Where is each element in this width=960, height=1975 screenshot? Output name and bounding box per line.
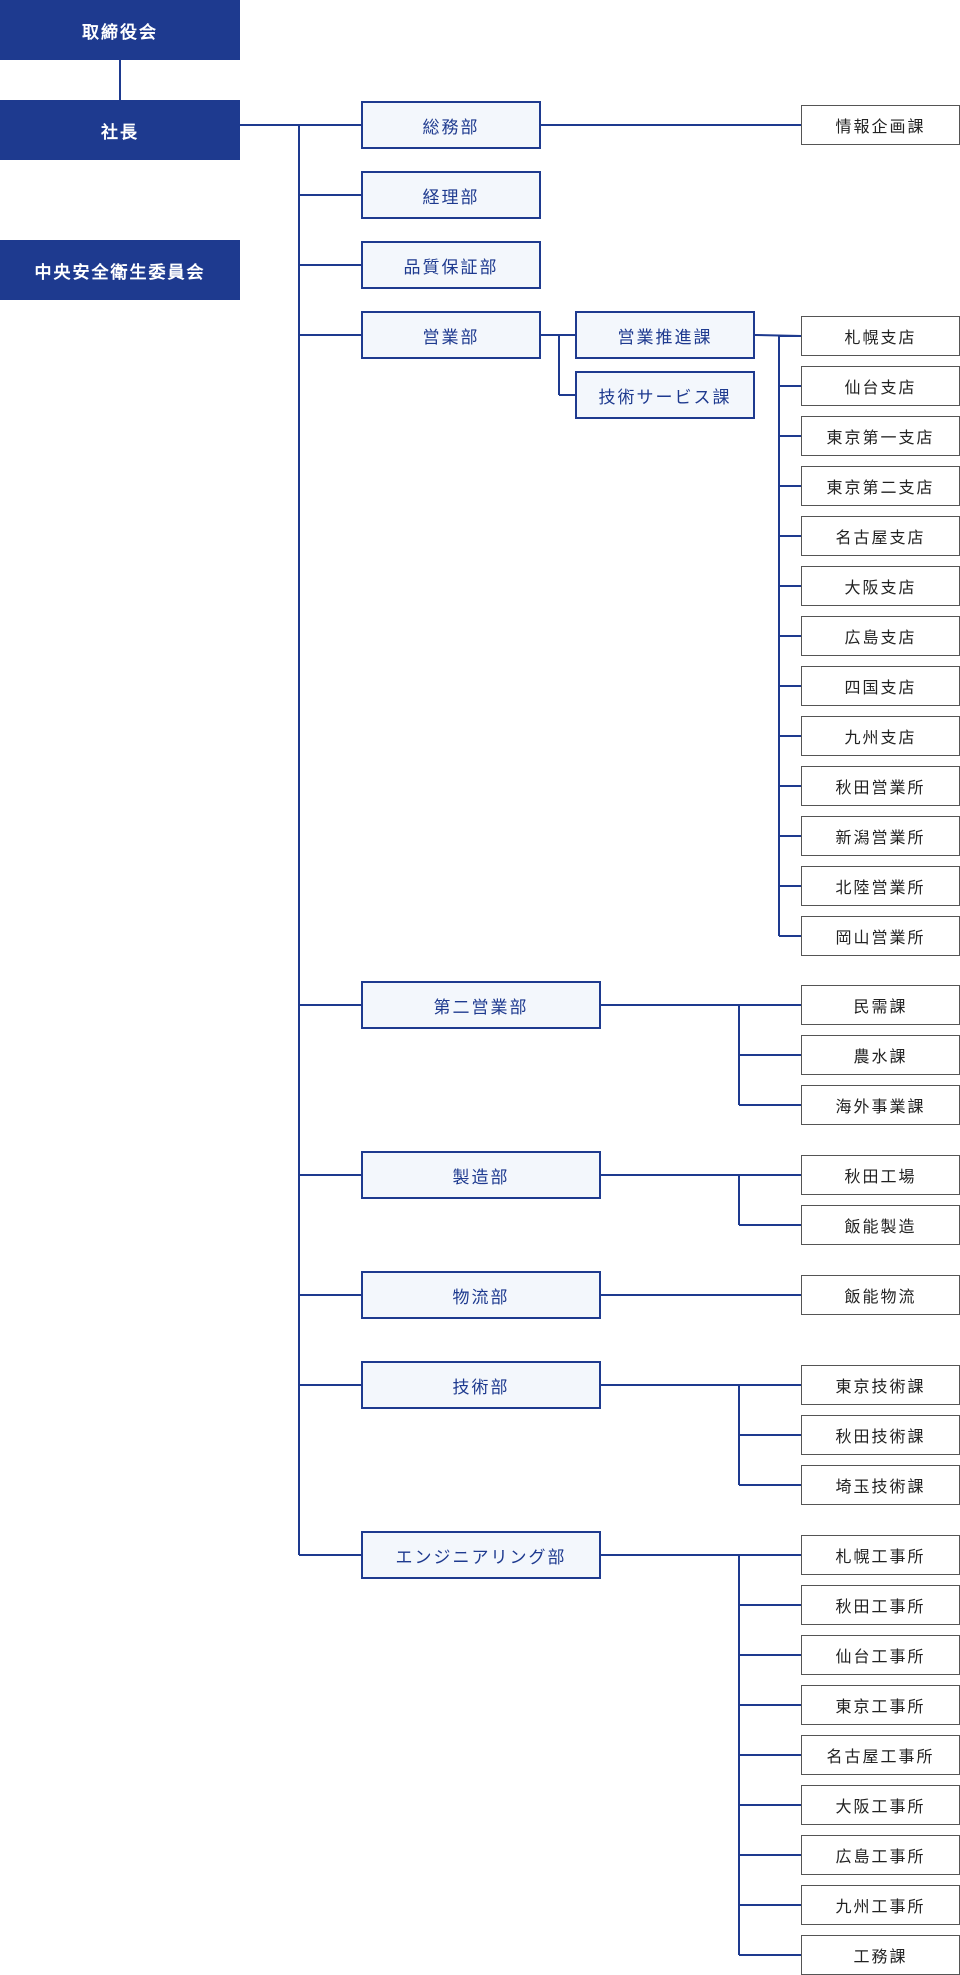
safety-committee-box: 中央安全衛生委員会	[0, 240, 240, 300]
unit-box: 広島工事所	[801, 1835, 960, 1875]
branch-box: 四国支店	[801, 666, 960, 706]
department-box: エンジニアリング部	[361, 1531, 601, 1579]
unit-box: 工務課	[801, 1935, 960, 1975]
department-box: 営業部	[361, 311, 541, 359]
department-box: 物流部	[361, 1271, 601, 1319]
section-box: 営業推進課	[575, 311, 755, 359]
unit-box: 秋田技術課	[801, 1415, 960, 1455]
unit-box: 名古屋工事所	[801, 1735, 960, 1775]
branch-box: 札幌支店	[801, 316, 960, 356]
unit-box: 情報企画課	[801, 105, 960, 145]
board-box: 取締役会	[0, 0, 240, 60]
department-box: 技術部	[361, 1361, 601, 1409]
unit-box: 海外事業課	[801, 1085, 960, 1125]
unit-box: 東京工事所	[801, 1685, 960, 1725]
branch-box: 秋田営業所	[801, 766, 960, 806]
branch-box: 新潟営業所	[801, 816, 960, 856]
unit-box: 埼玉技術課	[801, 1465, 960, 1505]
unit-box: 札幌工事所	[801, 1535, 960, 1575]
unit-box: 農水課	[801, 1035, 960, 1075]
branch-box: 九州支店	[801, 716, 960, 756]
branch-box: 仙台支店	[801, 366, 960, 406]
unit-box: 飯能製造	[801, 1205, 960, 1245]
department-box: 経理部	[361, 171, 541, 219]
department-box: 製造部	[361, 1151, 601, 1199]
branch-box: 広島支店	[801, 616, 960, 656]
department-box: 総務部	[361, 101, 541, 149]
branch-box: 岡山営業所	[801, 916, 960, 956]
department-box: 品質保証部	[361, 241, 541, 289]
unit-box: 大阪工事所	[801, 1785, 960, 1825]
branch-box: 名古屋支店	[801, 516, 960, 556]
unit-box: 民需課	[801, 985, 960, 1025]
department-box: 第二営業部	[361, 981, 601, 1029]
president-box: 社長	[0, 100, 240, 160]
branch-box: 東京第二支店	[801, 466, 960, 506]
unit-box: 東京技術課	[801, 1365, 960, 1405]
unit-box: 飯能物流	[801, 1275, 960, 1315]
branch-box: 北陸営業所	[801, 866, 960, 906]
unit-box: 仙台工事所	[801, 1635, 960, 1675]
section-box: 技術サービス課	[575, 371, 755, 419]
branch-box: 大阪支店	[801, 566, 960, 606]
unit-box: 秋田工事所	[801, 1585, 960, 1625]
branch-box: 東京第一支店	[801, 416, 960, 456]
unit-box: 九州工事所	[801, 1885, 960, 1925]
unit-box: 秋田工場	[801, 1155, 960, 1195]
